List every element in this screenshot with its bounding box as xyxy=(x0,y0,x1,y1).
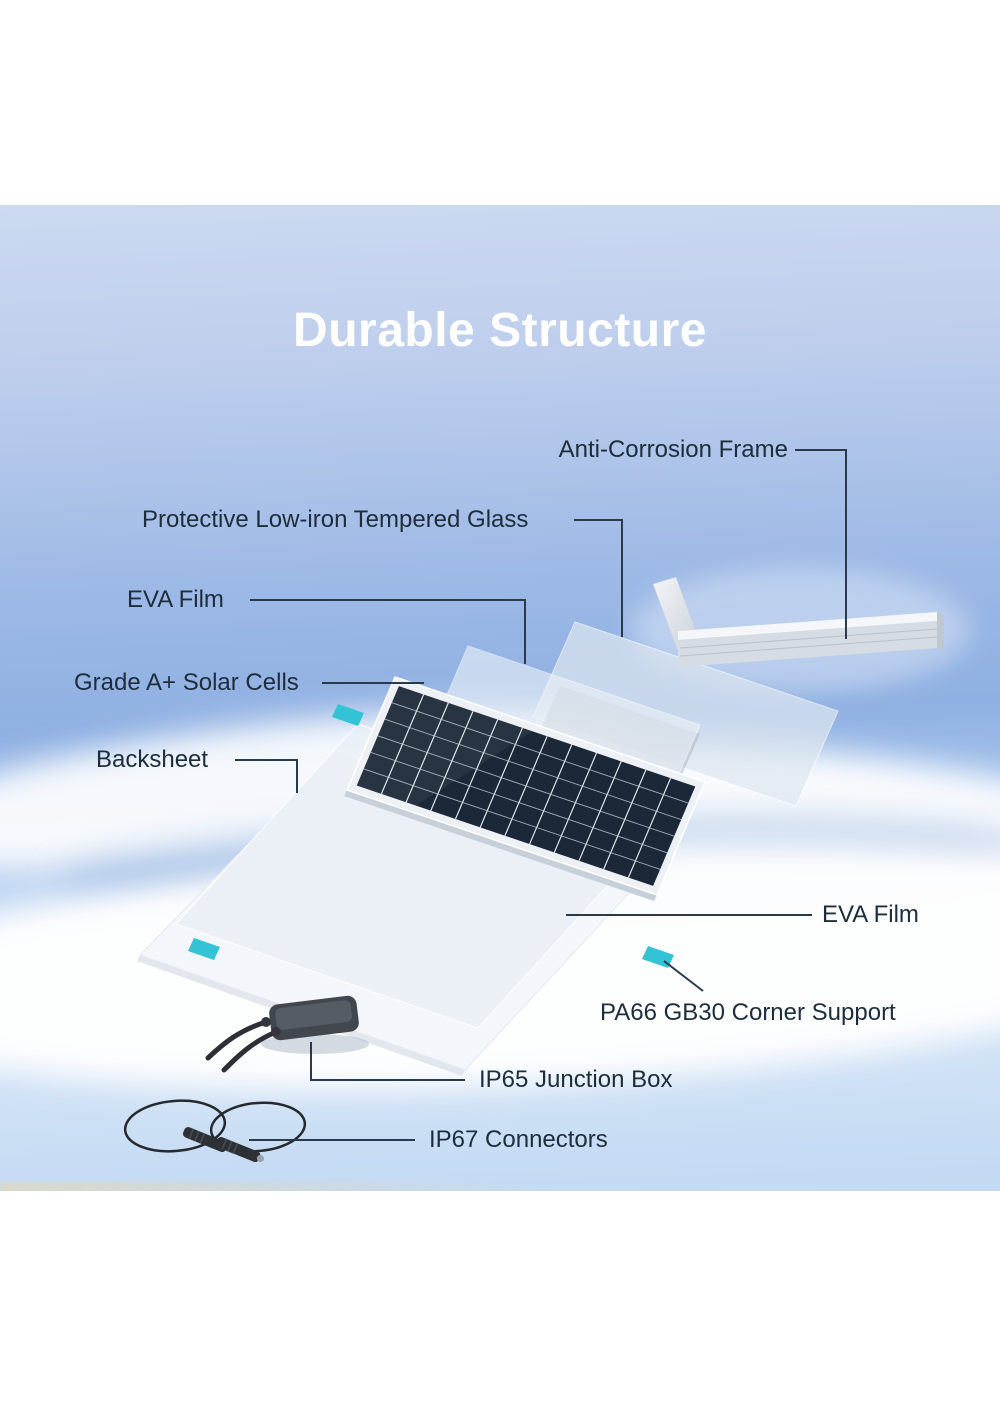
mc4-connector-plug xyxy=(216,1137,264,1163)
label-junction-box: IP65 Junction Box xyxy=(479,1066,673,1093)
label-tempered-glass: Protective Low-iron Tempered Glass xyxy=(142,506,529,533)
label-corner-support: PA66 GB30 Corner Support xyxy=(600,999,896,1026)
label-connectors: IP67 Connectors xyxy=(429,1126,608,1153)
page-title: Durable Structure xyxy=(293,304,707,357)
connector-cables xyxy=(123,1099,307,1163)
label-anti-corrosion-frame: Anti-Corrosion Frame xyxy=(558,436,788,463)
junction-box xyxy=(205,995,369,1073)
label-eva-film-bottom: EVA Film xyxy=(822,901,919,928)
label-eva-film-top: EVA Film xyxy=(127,586,224,613)
solar-cells-panel xyxy=(344,677,705,901)
horizon-strip xyxy=(0,1183,550,1191)
label-backsheet: Backsheet xyxy=(96,746,209,773)
anti-corrosion-frame-piece xyxy=(652,576,944,667)
callout-lines xyxy=(235,449,847,1141)
label-solar-cells: Grade A+ Solar Cells xyxy=(74,669,299,696)
